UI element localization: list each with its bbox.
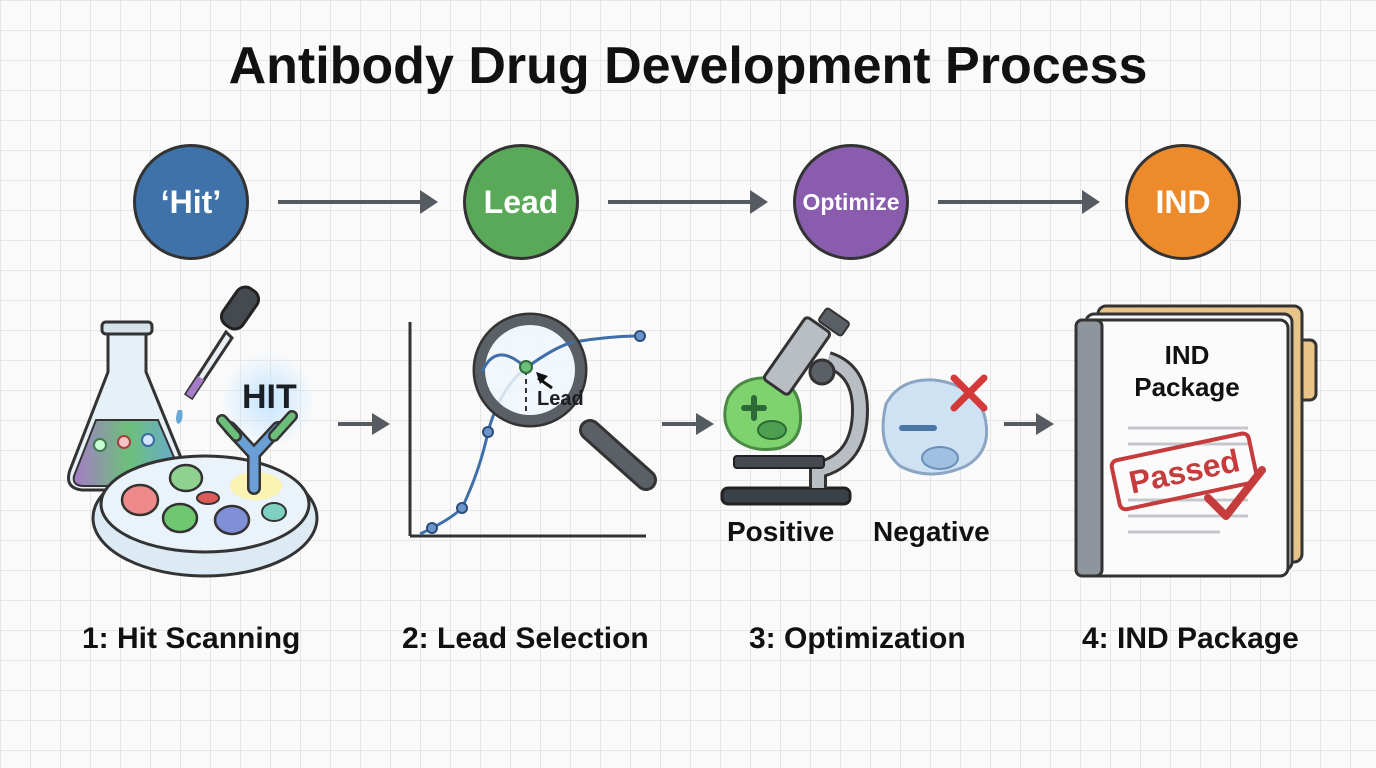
step-label-1: 1: Hit Scanning bbox=[82, 622, 301, 655]
illustration-arrow-1 bbox=[338, 413, 390, 435]
step-label-2: 2: Lead Selection bbox=[402, 622, 649, 655]
stage-arrow-2 bbox=[608, 190, 768, 214]
ind-package-line2: Package bbox=[1134, 372, 1240, 402]
dropper-icon bbox=[176, 285, 261, 424]
reject-x-icon bbox=[950, 374, 988, 412]
stage-lead-label: Lead bbox=[483, 183, 559, 220]
stage-hit-circle: ‘Hit’ bbox=[133, 144, 249, 260]
microscope-icon bbox=[720, 307, 870, 506]
positive-label: Positive bbox=[727, 516, 835, 547]
step-label-3: 3: Optimization bbox=[749, 622, 966, 655]
antibody-icon bbox=[216, 410, 298, 500]
hit-text: HIT bbox=[242, 378, 297, 416]
stage-ind-circle: IND bbox=[1125, 144, 1241, 260]
lead-text: Lead bbox=[537, 388, 584, 410]
diagram-title: Antibody Drug Development Process bbox=[228, 37, 1148, 95]
step-label-4: 4: IND Package bbox=[1082, 622, 1299, 655]
magnifying-glass-icon bbox=[472, 312, 657, 491]
stage-optimize-label: Optimize bbox=[802, 188, 900, 215]
illustration-arrow-3 bbox=[1004, 413, 1054, 435]
illustration-arrow-2 bbox=[662, 413, 714, 435]
ind-package-line1: IND bbox=[1165, 340, 1210, 370]
stage-optimize-circle: Optimize bbox=[793, 144, 909, 260]
stage-arrow-3 bbox=[938, 190, 1100, 214]
checkmark-icon bbox=[1204, 466, 1266, 520]
stage-arrow-1 bbox=[278, 190, 438, 214]
petri-dish-icon bbox=[91, 454, 319, 578]
negative-label: Negative bbox=[873, 516, 990, 547]
stage-ind-label: IND bbox=[1155, 183, 1211, 220]
stage-lead-circle: Lead bbox=[463, 144, 579, 260]
stage-hit-label: ‘Hit’ bbox=[160, 183, 222, 220]
